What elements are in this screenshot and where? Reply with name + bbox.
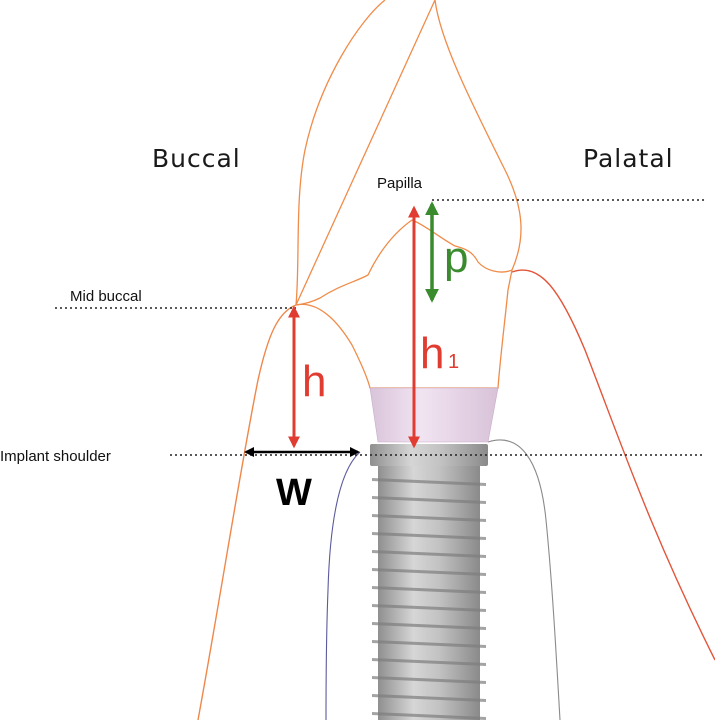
h1-subscript: 1 (448, 351, 459, 373)
buccal-soft-tissue-outline (197, 304, 297, 720)
implant-thread (372, 532, 486, 540)
mid-buccal-label: Mid buccal (70, 288, 142, 305)
implant-thread (372, 550, 486, 558)
h1-label: h (420, 329, 444, 378)
palatal-soft-tissue-outline (511, 269, 715, 661)
implant-thread (372, 676, 486, 684)
implant-thread (372, 604, 486, 612)
implant-thread (372, 478, 486, 486)
abutment (369, 387, 499, 443)
palatal-label: Palatal (583, 144, 674, 173)
implant-thread (372, 568, 486, 576)
palatal-bone-outline (487, 439, 561, 720)
papilla-label: Papilla (377, 175, 423, 192)
p-label: p (444, 233, 468, 282)
implant-shoulder-label: Implant shoulder (0, 448, 111, 465)
crown-body-outline (295, 269, 513, 389)
buccal-bone-outline (325, 451, 361, 720)
implant-thread (372, 622, 486, 630)
implant-thread (372, 658, 486, 666)
implant-thread (372, 712, 486, 720)
implant-thread (372, 514, 486, 522)
implant-thread (372, 640, 486, 648)
w-label: W (276, 472, 312, 514)
implant-fixture (370, 444, 488, 720)
crown-outline (294, 0, 522, 306)
h-label: h (302, 357, 326, 406)
buccal-label: Buccal (152, 144, 241, 173)
implant-thread (372, 586, 486, 594)
implant-thread (372, 496, 486, 504)
implant-thread (372, 694, 486, 702)
